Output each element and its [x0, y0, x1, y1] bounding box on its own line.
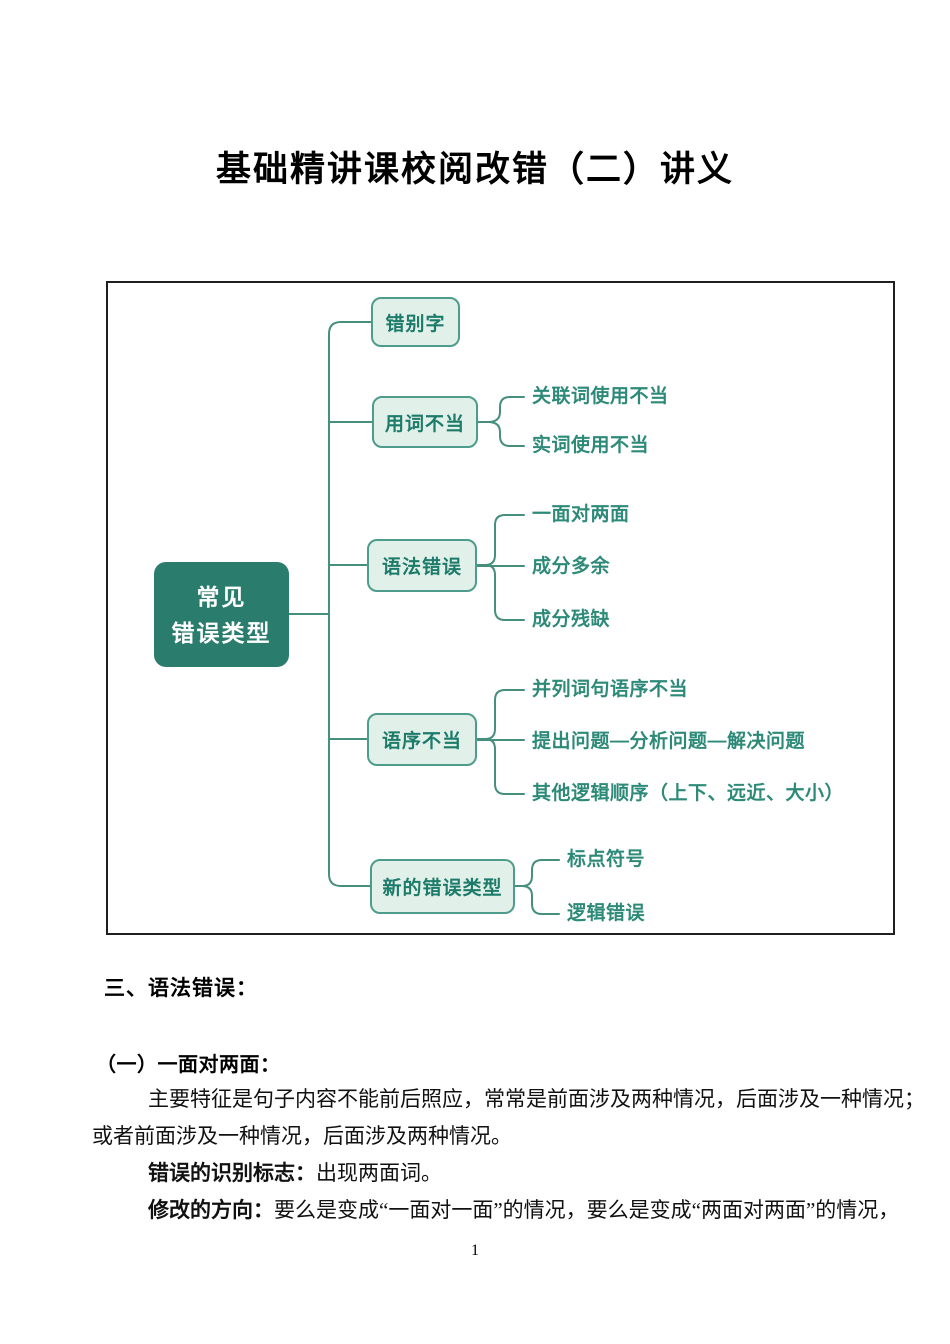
mindmap-root-node: 常见 错误类型: [154, 562, 289, 667]
section-subheading: （一）一面对两面：: [96, 1054, 281, 1076]
branch-node-grammar: 语法错误: [367, 539, 477, 592]
paragraph-line: 主要特征是句子内容不能前后照应，常常是前面涉及两种情况，后面涉及一种情况；: [148, 1087, 925, 1111]
branch-node-wording: 用词不当: [372, 396, 478, 448]
leaf-item: 逻辑错误: [567, 903, 646, 924]
document-title: 基础精讲课校阅改错（二）讲义: [215, 150, 734, 189]
leaf-item: 其他逻辑顺序（上下、远近、大小）: [532, 783, 845, 804]
page-number: 1: [471, 1242, 479, 1259]
root-label-line1: 常见: [196, 583, 247, 610]
inline-bold-label: 修改的方向：: [148, 1199, 274, 1222]
connector-b3-c1: [476, 514, 525, 566]
body-text: 主要特征是句子内容不能前后照应，常常是前面涉及两种情况，后面涉及一种情况； 或者…: [92, 1081, 925, 1229]
connector-b4-c1: [476, 689, 525, 740]
leaf-item: 成分多余: [532, 556, 611, 577]
paragraph-line: 或者前面涉及一种情况，后面涉及两种情况。: [92, 1124, 512, 1148]
paragraph-line: 错误的识别标志：出现两面词。: [92, 1155, 872, 1192]
connector-b2-c1: [477, 396, 525, 423]
connector-b4-c3: [476, 738, 525, 795]
leaf-item: 关联词使用不当: [532, 386, 669, 407]
paragraph-line: 修改的方向：要么是变成“一面对一面”的情况，要么是变成“两面对两面”的情况，: [92, 1192, 899, 1229]
root-label-line2: 错误类型: [171, 619, 272, 646]
leaf-item: 实词使用不当: [532, 435, 650, 456]
leaf-item: 标点符号: [567, 849, 646, 870]
leaf-item: 成分残缺: [532, 609, 611, 630]
inline-bold-label: 错误的识别标志：: [148, 1162, 316, 1185]
leaf-item: 一面对两面: [532, 504, 630, 525]
inline-text: 出现两面词。: [316, 1161, 442, 1185]
connector-b5-c1: [514, 859, 560, 887]
branch-node-typo: 错别字: [371, 297, 460, 347]
connector-b2-c2: [477, 421, 525, 447]
connector-trunk: [328, 321, 372, 887]
mindmap-frame: 常见 错误类型 错别字 用词不当 语法错误 语序不当 新的错误类型 关联词使用不…: [106, 281, 895, 935]
connector-b3-c3: [476, 564, 525, 621]
connector-b5-c2: [514, 885, 560, 915]
leaf-item: 提出问题—分析问题—解决问题: [532, 731, 806, 752]
inline-text: 要么是变成“一面对一面”的情况，要么是变成“两面对两面”的情况，: [274, 1198, 900, 1222]
branch-node-word-order: 语序不当: [367, 713, 477, 766]
section-heading: 三、语法错误：: [104, 977, 258, 1000]
leaf-item: 并列词句语序不当: [532, 679, 689, 700]
mindmap-connectors: [288, 321, 560, 915]
branch-node-new-types: 新的错误类型: [370, 859, 515, 914]
